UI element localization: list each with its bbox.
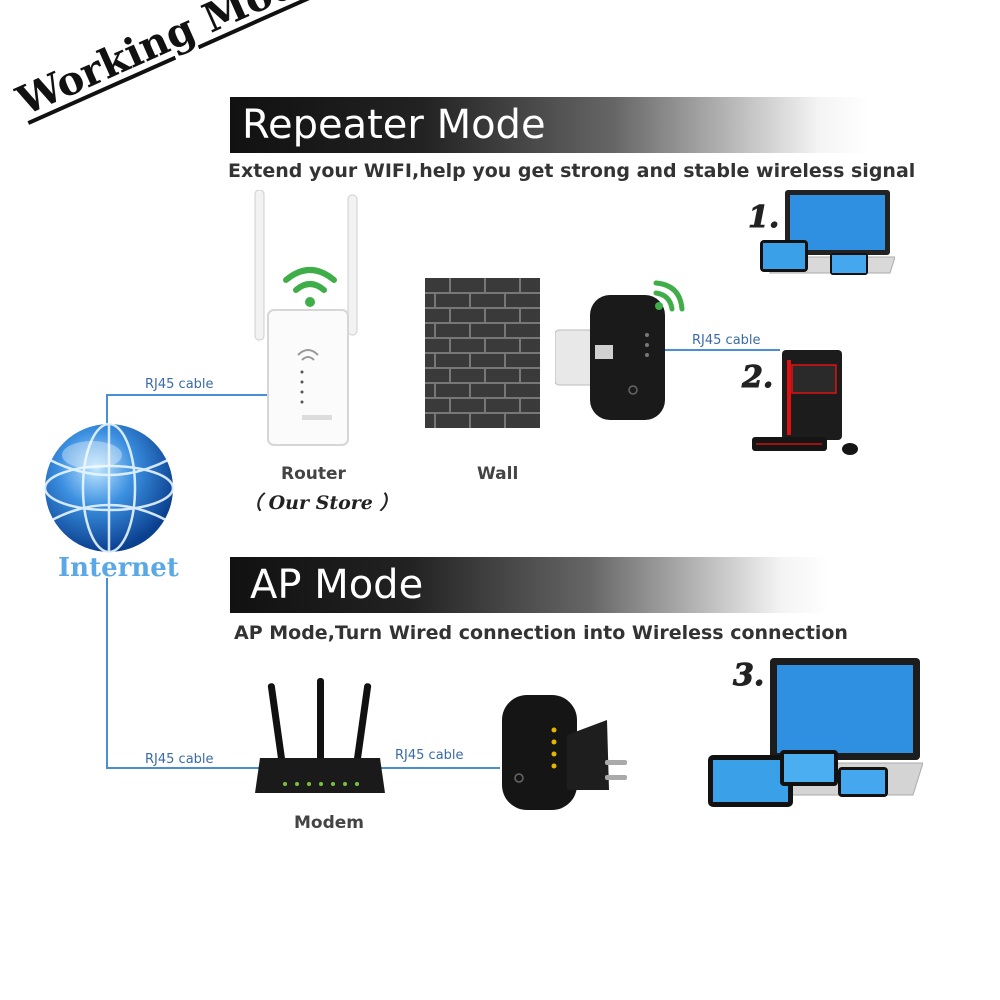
ap-mode-heading: AP Mode <box>250 562 424 608</box>
device-number-1: 1. <box>747 200 780 236</box>
internet-label: Internet <box>58 553 179 583</box>
router-label: Router <box>281 464 346 484</box>
wifi-ap-plug-icon <box>502 695 627 810</box>
device-number-3: 3. <box>732 658 765 694</box>
ap-mode-banner: AP Mode <box>230 557 830 613</box>
laptop-tablets-icon <box>708 658 923 807</box>
modem-router-icon <box>255 678 385 793</box>
our-store-label: （ Our Store ） <box>243 492 399 514</box>
laptop-phones-icon <box>760 190 895 275</box>
repeater-mode-subtitle: Extend your WIFI,help you get strong and… <box>228 160 916 182</box>
cable-label-pc: RJ45 cable <box>692 333 761 348</box>
wifi-repeater-plug-icon <box>555 295 665 420</box>
repeater-mode-banner: Repeater Mode <box>230 97 870 153</box>
wifi-signal-icon <box>283 267 337 307</box>
wifi-signal-repeater-icon <box>653 280 685 312</box>
brick-wall-icon <box>425 278 540 428</box>
device-number-2: 2. <box>741 360 774 396</box>
cable-label-router: RJ45 cable <box>145 377 214 392</box>
cable-internet-modem <box>106 578 270 769</box>
cable-label-ap: RJ45 cable <box>395 748 464 763</box>
wall-label: Wall <box>477 464 519 484</box>
router-device-icon <box>254 190 358 446</box>
cable-internet-router <box>106 394 268 430</box>
internet-globe-icon <box>43 422 175 554</box>
ap-mode-subtitle: AP Mode,Turn Wired connection into Wirel… <box>234 622 848 644</box>
cable-label-modem: RJ45 cable <box>145 752 214 767</box>
modem-label: Modem <box>294 813 365 833</box>
repeater-mode-heading: Repeater Mode <box>242 102 546 148</box>
desktop-pc-icon <box>752 350 858 455</box>
